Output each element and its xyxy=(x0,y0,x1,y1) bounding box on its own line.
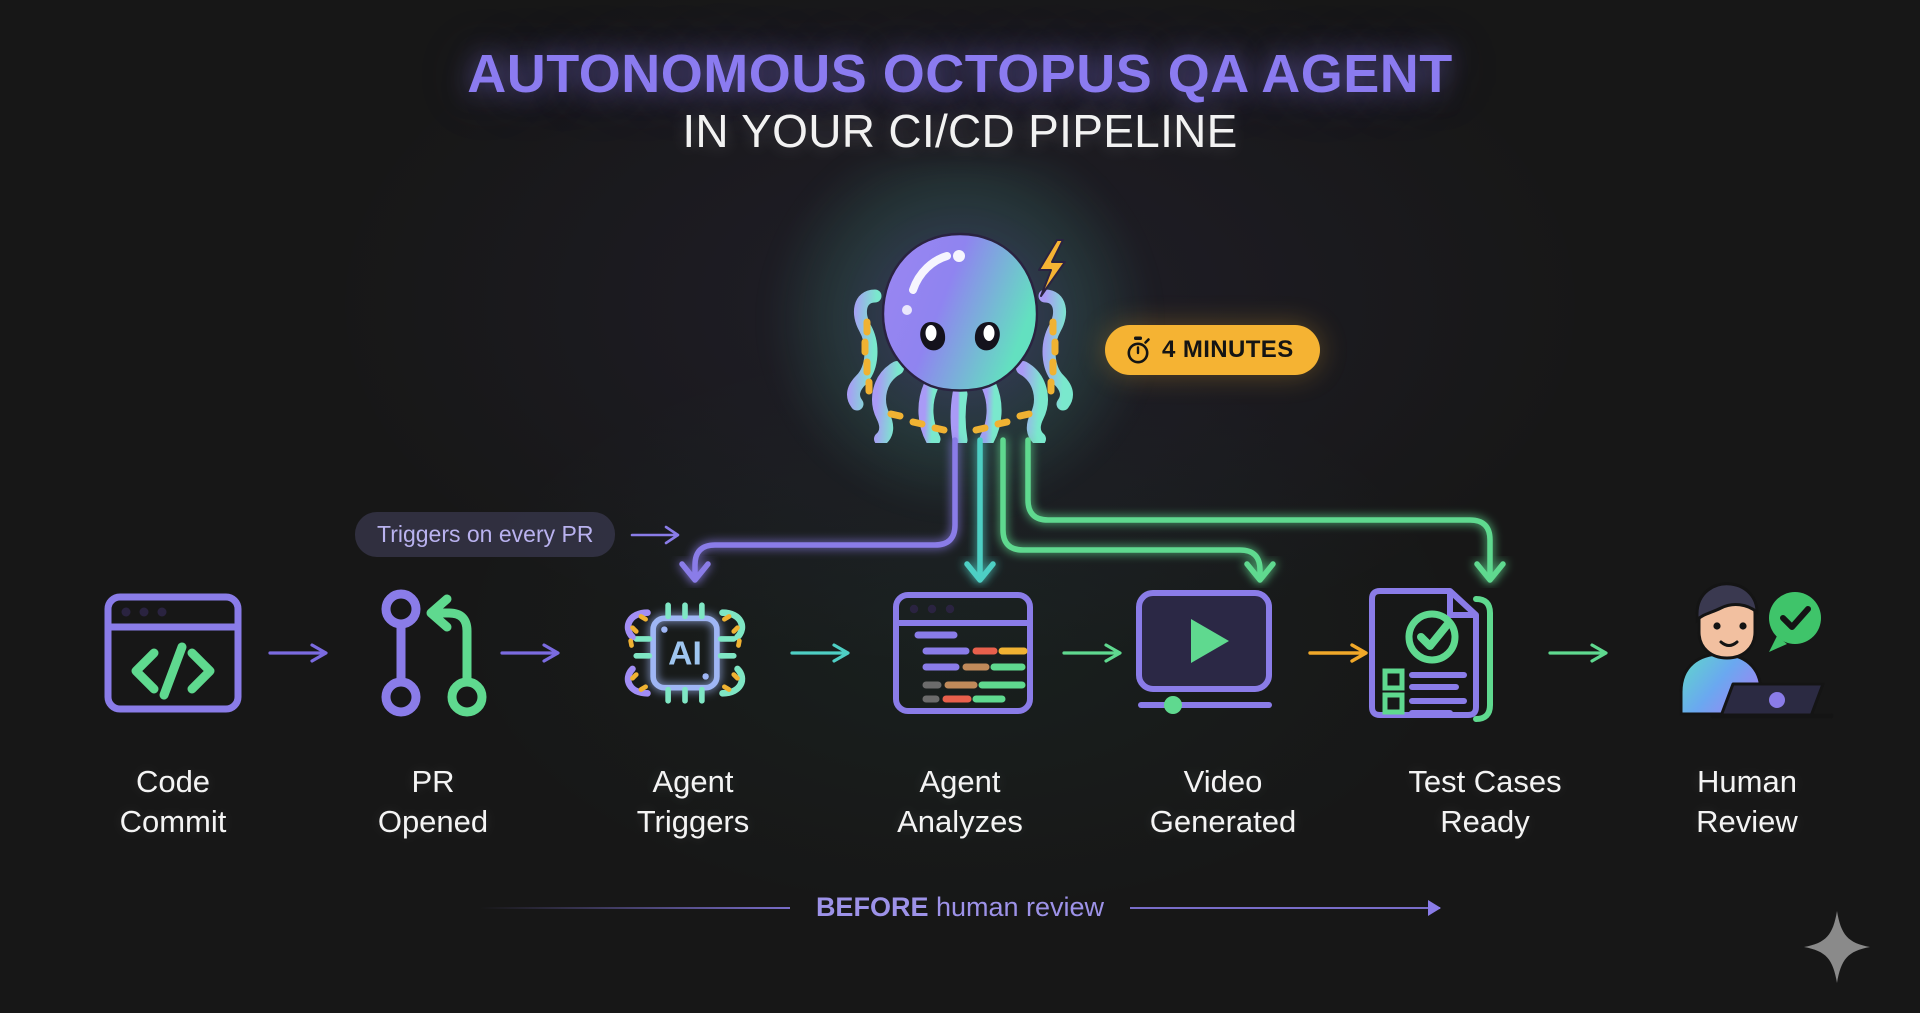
duration-label: 4 MINUTES xyxy=(1162,336,1294,363)
connector-to-test-cases xyxy=(1025,437,1493,579)
footer-note: BEFORE human review xyxy=(0,892,1920,923)
footer-emphasis: BEFORE xyxy=(815,892,929,922)
pipeline-steps: AI xyxy=(0,578,1920,728)
sparkle-icon xyxy=(1804,911,1870,983)
arrow-testcases-to-review xyxy=(1548,643,1608,663)
duration-badge: 4 MINUTES xyxy=(1105,325,1320,375)
code-analysis-icon xyxy=(893,592,1034,714)
step-icon-agent-analyzes[interactable] xyxy=(888,578,1038,728)
arrow-analyzes-to-video xyxy=(1062,643,1122,663)
trigger-note: Triggers on every PR xyxy=(355,512,616,557)
arrow-code-to-pr xyxy=(268,643,328,663)
pull-request-icon xyxy=(381,589,487,717)
footer-rule-left xyxy=(479,906,790,909)
title-line-1: AUTONOMOUS OCTOPUS QA AGENT xyxy=(467,44,1453,104)
lightning-bolt-icon xyxy=(1038,239,1066,297)
footer-rest: human review xyxy=(928,892,1105,922)
step-icon-code-commit[interactable] xyxy=(98,578,248,728)
approval-bubble xyxy=(1769,592,1821,644)
step-icon-test-cases-ready[interactable] xyxy=(1358,578,1508,728)
footer-text: BEFORE human review xyxy=(816,892,1104,923)
octopus-connectors xyxy=(679,437,1506,583)
trigger-note-label: Triggers on every PR xyxy=(377,521,594,547)
arrow-right-icon xyxy=(630,525,680,545)
step-icon-video-generated[interactable] xyxy=(1130,578,1280,728)
video-player-icon xyxy=(1136,590,1272,714)
connector-to-agent-triggers xyxy=(692,437,958,579)
step-icon-agent-triggers[interactable]: AI xyxy=(610,578,760,728)
step-icon-pr-opened[interactable] xyxy=(358,578,508,728)
arrow-pr-to-agent xyxy=(500,643,560,663)
svg-text:AI: AI xyxy=(668,634,702,672)
person-laptop-icon xyxy=(1679,582,1834,719)
arrow-triggers-to-analyzes xyxy=(790,643,850,663)
step-icon-human-review[interactable] xyxy=(1655,578,1835,728)
ai-chip-icon: AI xyxy=(624,602,746,704)
octopus-mascot xyxy=(765,158,1155,518)
arrow-video-to-testcases xyxy=(1308,643,1368,663)
connector-to-video-generated xyxy=(1000,437,1263,579)
test-document-icon xyxy=(1369,588,1493,722)
octopus-illustration xyxy=(847,232,1073,443)
page-title: AUTONOMOUS OCTOPUS QA AGENT IN YOUR CI/C… xyxy=(0,44,1920,159)
title-line-2: IN YOUR CI/CD PIPELINE xyxy=(682,105,1238,158)
code-window-icon xyxy=(104,593,242,713)
stopwatch-icon xyxy=(1127,336,1150,364)
footer-arrow-head xyxy=(1428,899,1442,916)
footer-rule-right xyxy=(1130,899,1442,916)
